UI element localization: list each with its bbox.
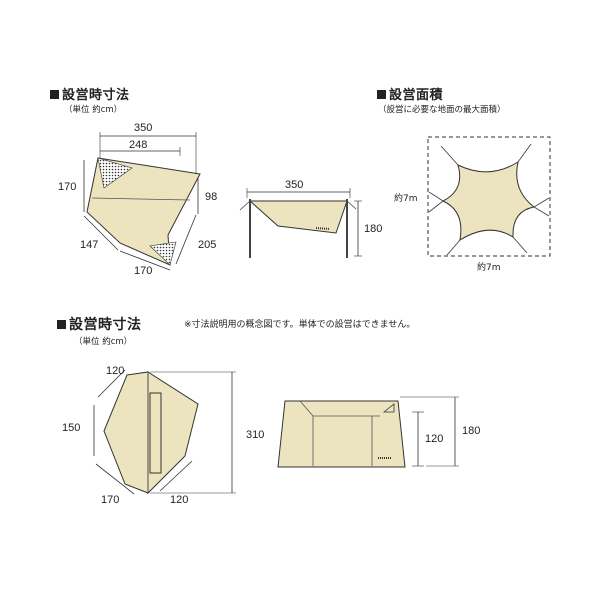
label-half-150: 150 bbox=[62, 422, 80, 434]
concept-note: ※寸法説明用の概念図です。単体での設営はできません。 bbox=[184, 320, 416, 330]
front-view: 120 180 bbox=[277, 396, 480, 468]
label-front-180: 180 bbox=[462, 425, 480, 437]
half-hexa-fabric-right bbox=[147, 371, 199, 495]
half-hexa-fabric bbox=[103, 371, 149, 494]
dim-line-205 bbox=[175, 214, 197, 265]
label-area-width: 約7m bbox=[477, 261, 501, 273]
area-tarp-fabric bbox=[441, 160, 536, 242]
guy-line bbox=[533, 197, 550, 208]
door-panel bbox=[149, 392, 162, 474]
section-title-text: 設営時寸法 bbox=[69, 317, 142, 333]
section-title-dimensions-top: 設営時寸法 bbox=[50, 84, 130, 103]
area-subtitle: （設営に必要な地面の最大面積） bbox=[378, 105, 506, 115]
label-half-310: 310 bbox=[246, 429, 264, 441]
guy-line bbox=[446, 239, 461, 256]
section-title-dimensions-bottom: 設営時寸法 bbox=[57, 314, 142, 334]
label-half-170: 170 bbox=[101, 494, 119, 506]
bullet-square-icon bbox=[57, 320, 66, 329]
label-170-left: 170 bbox=[58, 181, 76, 193]
guy-line bbox=[346, 200, 357, 210]
label-side-180: 180 bbox=[364, 223, 382, 235]
dim-line-half-120-bottom bbox=[159, 460, 193, 492]
guy-line bbox=[517, 143, 532, 163]
bullet-square-icon bbox=[50, 90, 59, 99]
label-205: 205 bbox=[198, 239, 216, 251]
section-title-text: 設営時寸法 bbox=[62, 88, 130, 103]
hexa-tarp-ridge bbox=[91, 197, 191, 201]
guy-line bbox=[533, 206, 550, 217]
label-170-bottom: 170 bbox=[134, 265, 152, 277]
label-248: 248 bbox=[129, 139, 147, 151]
bullet-square-icon bbox=[377, 90, 386, 99]
mesh-panel-bottom bbox=[149, 241, 177, 266]
front-seam bbox=[299, 400, 314, 417]
half-hexa-plan: 120 150 170 120 310 bbox=[62, 365, 264, 506]
unit-label-bottom: （単位 約cm） bbox=[74, 337, 133, 347]
section-title-area: 設営面積 bbox=[377, 84, 443, 103]
label-half-120-top: 120 bbox=[106, 365, 124, 377]
label-half-120-bottom: 120 bbox=[170, 494, 188, 506]
vent-icon bbox=[382, 403, 395, 413]
label-350: 350 bbox=[134, 122, 152, 134]
side-tarp-fabric bbox=[248, 200, 348, 234]
dim-line-bottom-170 bbox=[119, 250, 171, 271]
guy-line bbox=[440, 145, 459, 166]
guy-line bbox=[512, 236, 528, 254]
mesh-panel-top bbox=[97, 157, 133, 189]
guy-line bbox=[239, 200, 251, 211]
dim-line-147 bbox=[83, 215, 119, 251]
guy-line bbox=[428, 191, 444, 202]
hexa-tarp-side: 350 180 bbox=[239, 179, 382, 258]
unit-label-top: （単位 約cm） bbox=[64, 105, 123, 115]
label-147: 147 bbox=[80, 239, 98, 251]
dim-line-half-120-top bbox=[97, 369, 126, 398]
label-98: 98 bbox=[205, 191, 217, 203]
label-area-height: 約7m bbox=[394, 192, 418, 204]
guy-line bbox=[428, 200, 444, 213]
area-diagram: 約7m 約7m bbox=[394, 136, 551, 273]
section-title-text: 設営面積 bbox=[389, 88, 444, 103]
mesh-stripe bbox=[315, 227, 331, 230]
label-front-120: 120 bbox=[425, 433, 443, 445]
hexa-tarp-plan: 350 248 170 98 147 205 170 bbox=[58, 122, 217, 277]
area-boundary-dashed bbox=[427, 136, 551, 257]
label-side-350: 350 bbox=[285, 179, 303, 191]
front-tarp-fabric bbox=[277, 400, 406, 468]
dim-line-half-170 bbox=[95, 463, 135, 495]
